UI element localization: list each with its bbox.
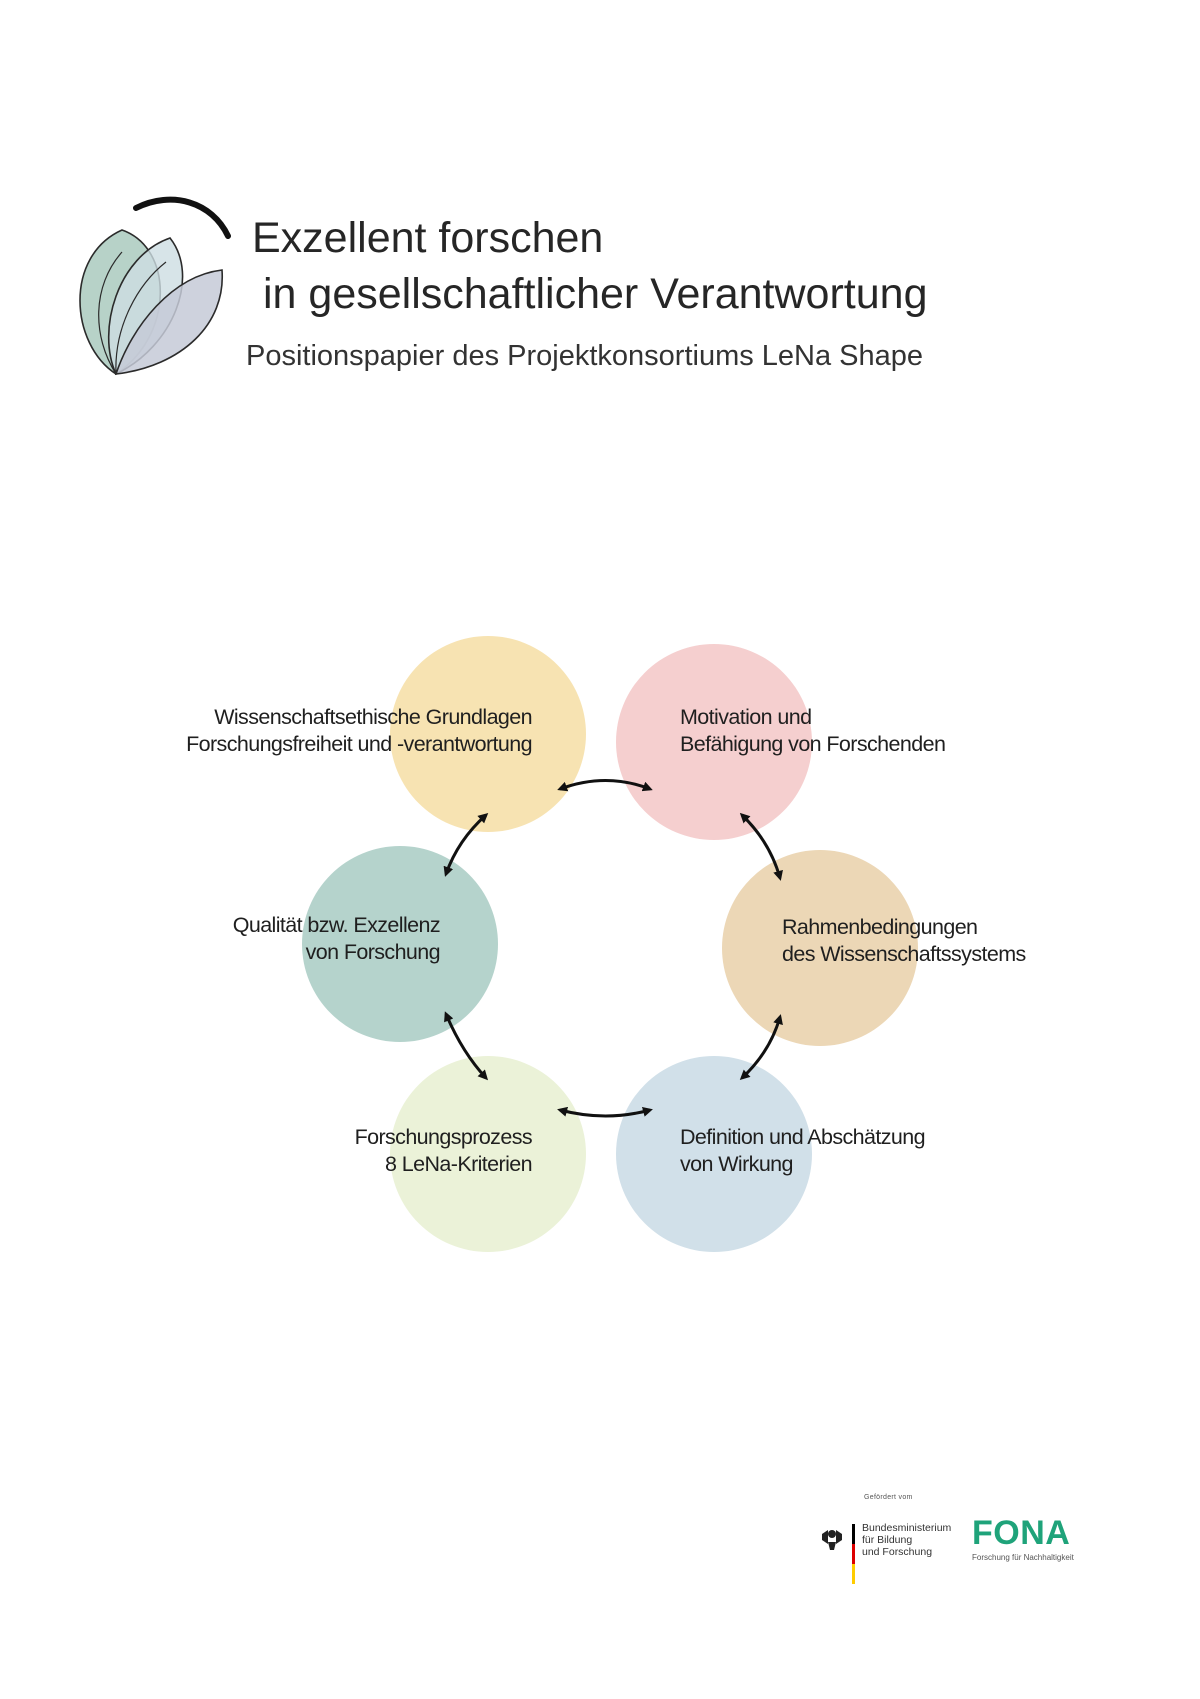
node-circle-framework: [722, 850, 918, 1046]
document-subtitle: Positionspapier des Projektkonsortiums L…: [246, 340, 924, 372]
fona-logo: FONA: [972, 1514, 1071, 1552]
node-circle-process: [390, 1056, 586, 1252]
node-circle-motivation: [616, 644, 812, 840]
node-circle-ethics: [390, 636, 586, 832]
german-flag-bar-icon: [852, 1524, 855, 1544]
lena-leaf-logo-icon: [79, 196, 231, 376]
leaf-inner-line-1: [98, 251, 123, 375]
funded-by-label: Gefördert vom: [864, 1494, 913, 1501]
node-label-process: Forschungsprozess 8 LeNa-Kriterien: [354, 1125, 533, 1176]
node-label-ethics: Wissenschaftsethische Grundlagen Forschu…: [186, 705, 532, 756]
double-arrow-icon: [739, 812, 783, 881]
federal-eagle-icon: [822, 1524, 855, 1584]
node-circle-quality: [302, 846, 498, 1042]
leaf-inner-line-2: [115, 261, 167, 375]
node-label-impact: Definition und Abschätzung von Wirkung: [680, 1125, 926, 1176]
node-circle-impact: [616, 1056, 812, 1252]
ministry-name: Bundesministerium für Bildung und Forsch…: [862, 1522, 952, 1558]
fona-tagline: Forschung für Nachhaltigkeit: [972, 1553, 1074, 1562]
node-label-quality: Qualität bzw. Exzellenz von Forschung: [232, 913, 441, 964]
leaf-petal-front: [114, 269, 223, 375]
node-label-framework: Rahmenbedingungen des Wissenschaftssyste…: [782, 915, 1026, 966]
double-arrow-icon: [557, 1106, 653, 1118]
double-arrow-icon: [557, 779, 653, 792]
node-label-motivation: Motivation und Befähigung von Forschende…: [680, 705, 946, 756]
double-arrow-icon: [443, 813, 489, 877]
double-arrow-icon: [739, 1014, 783, 1081]
logo-arc: [133, 196, 231, 239]
double-arrow-icon: [444, 1011, 489, 1081]
document-title-line1: Exzellent forschen: [252, 214, 604, 262]
document-title-line2: in gesellschaftlicher Verantwortung: [263, 270, 928, 318]
